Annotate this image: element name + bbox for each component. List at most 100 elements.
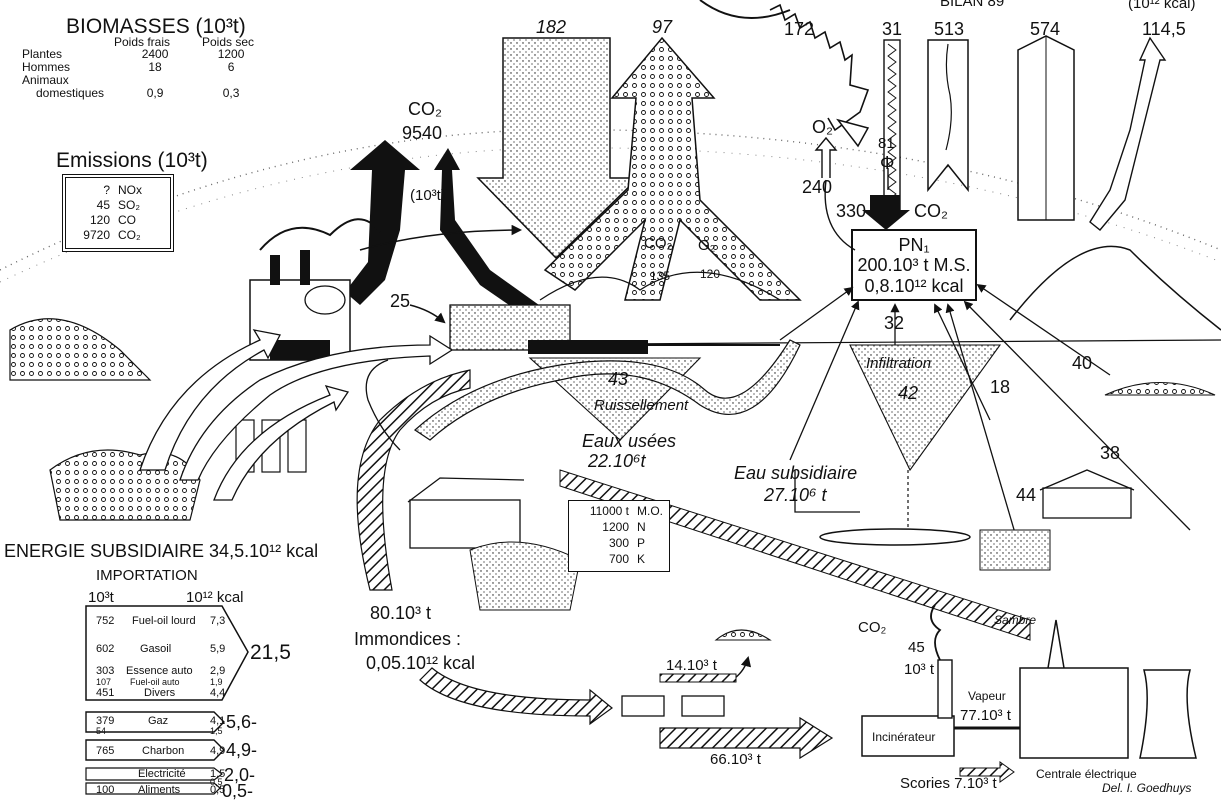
flow-city-pn1	[779, 286, 854, 341]
wastewater-label: Eaux usées	[582, 431, 677, 451]
biomass-title: BIOMASSES (10³t)	[66, 15, 246, 38]
co2-emission-arrow	[345, 140, 420, 305]
flow-43-label: 43	[608, 369, 629, 389]
waste-value: 80.10³ t	[370, 603, 432, 623]
hill-center	[539, 271, 781, 301]
incinerator-label: Incinérateur	[872, 730, 936, 744]
steam-label: Vapeur	[968, 689, 1006, 703]
flow-44-label: 44	[1016, 485, 1037, 505]
plant-co2-label: CO₂	[858, 619, 887, 636]
truck-2	[681, 695, 725, 717]
import-total-food: 0,5-	[222, 781, 254, 801]
biomass-col-dry: Poids sec	[202, 35, 255, 49]
pn1-o2-value: 240	[802, 177, 833, 197]
industry-arrow	[359, 224, 523, 251]
wastewater-value: 22.10⁶t	[588, 451, 646, 471]
steam-value: 77.10³ t	[960, 707, 1011, 724]
spoil-heap	[9, 318, 152, 381]
plant-co2-value: 45	[908, 639, 925, 656]
pn1-co2-value: 330	[836, 201, 867, 221]
power-station	[1019, 667, 1129, 759]
import-arrow-electricity	[85, 767, 223, 781]
human-co2-value: 135	[650, 269, 671, 283]
evap-value: 97	[652, 17, 673, 37]
bilan-column-114	[1089, 36, 1167, 231]
bilan-value-31: 31	[882, 19, 903, 39]
energy-flow-arrow-2	[179, 334, 454, 481]
chimney	[937, 659, 953, 719]
energy-flow-arrow-1	[139, 329, 281, 471]
slag-label: Scories 7.10³ t	[900, 775, 997, 792]
infiltration-label: Infiltration	[866, 355, 932, 372]
subsidiary-water-arrow	[414, 339, 801, 441]
waste-label: Immondices :	[354, 629, 462, 649]
city-illustration	[449, 304, 780, 354]
biomass-table: Plantes 2400 1200 Hommes 18 6 Animaux do…	[22, 48, 262, 100]
flow-38	[963, 300, 1191, 531]
river-label: Sambre	[994, 613, 1037, 627]
forest-illustration	[49, 449, 201, 521]
runoff-label: Ruissellement	[594, 397, 689, 414]
bilan-unit: (10¹² kcal)	[1128, 0, 1196, 12]
solar-value: 172	[784, 19, 815, 39]
table-row: domestiques 0,9 0,3	[36, 86, 240, 100]
flow-25-label: 25	[390, 291, 411, 311]
pn1-box	[851, 229, 977, 301]
wastewater-box: 11000 t M.O. 1200 N 300 P 700 K	[568, 500, 670, 572]
emissions-box: ? NOx 45 SO₂ 120 CO 9720 CO₂	[62, 174, 174, 252]
human-co2-label: CO₂	[644, 235, 673, 252]
import-arrow-gas	[85, 711, 225, 733]
co2-top-unit: (10³t)	[410, 187, 446, 204]
o2-arrow	[814, 136, 838, 178]
energy-flow-arrow-3	[213, 385, 350, 501]
pn1-energy: 0,8.10¹² kcal	[864, 276, 964, 296]
biomass-col-fresh: Poids frais	[114, 35, 171, 49]
pn1-biomass: 200.10³ t M.S.	[857, 255, 971, 275]
field-right	[1104, 382, 1216, 396]
farm-left	[409, 499, 521, 549]
import-unit-mass: 10³t	[88, 589, 114, 606]
arrow-25	[409, 304, 446, 324]
import-title: IMPORTATION	[96, 567, 198, 584]
human-o2-value: 120	[700, 267, 721, 281]
compost-value: 14.10³ t	[666, 657, 717, 674]
sun	[699, 0, 791, 19]
table-row: 0,5	[210, 777, 223, 787]
bilan-value-574: 574	[1030, 19, 1061, 39]
pylon	[1047, 619, 1065, 669]
truck-1	[621, 695, 665, 717]
river-sambre	[559, 469, 1031, 641]
subsidiary-water-label: Eau subsidiaire	[734, 463, 858, 483]
import-total-coal: 4,9-	[226, 740, 258, 760]
emissions-title: Emissions (10³t)	[56, 149, 208, 172]
flow-40	[976, 283, 1111, 376]
slag-arrow	[959, 761, 1015, 783]
cooling-tower	[1139, 669, 1197, 759]
co2-top-value: 9540	[402, 123, 443, 143]
incineration-arrow	[659, 716, 834, 760]
table-row: Animaux	[22, 73, 69, 87]
smoke	[930, 604, 942, 661]
hill-right	[1009, 245, 1221, 331]
import-arrow-coal	[85, 739, 225, 761]
incinerated-value: 66.10³ t	[710, 751, 761, 768]
energy-title: ENERGIE SUBSIDIAIRE 34,5.10¹² kcal	[4, 541, 319, 561]
pn1-title: PN₁	[898, 235, 930, 255]
flow-44	[945, 303, 1021, 551]
import-arrow-food	[85, 782, 221, 795]
import-total-gas: 5,6-	[226, 712, 258, 732]
table-row: Plantes 2400 1200	[22, 47, 245, 61]
subsidiary-water-pipe	[794, 470, 860, 513]
phi-value: 81	[878, 135, 895, 152]
